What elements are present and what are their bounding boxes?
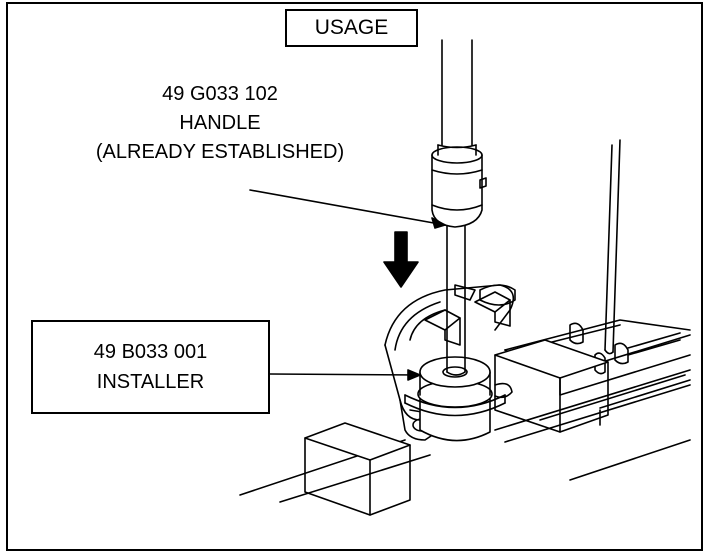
installer-name: INSTALLER bbox=[96, 371, 205, 393]
right-block bbox=[494, 339, 609, 433]
usage-title: USAGE bbox=[285, 9, 418, 47]
handle-part-number: 49 G033 102 bbox=[162, 83, 278, 105]
wing-screws bbox=[424, 291, 511, 346]
usage-title-text: USAGE bbox=[314, 16, 389, 39]
handle-shaft bbox=[446, 224, 466, 376]
base-rails bbox=[239, 369, 691, 503]
handle-grip bbox=[431, 39, 487, 228]
handle-note: (ALREADY ESTABLISHED) bbox=[95, 141, 345, 163]
installer-body bbox=[404, 356, 513, 442]
support-rod bbox=[604, 139, 621, 355]
installer-leader-line bbox=[269, 373, 421, 376]
handle-name: HANDLE bbox=[179, 112, 261, 134]
installer-leader-arrowhead bbox=[407, 369, 421, 381]
handle-callout: 49 G033 102 HANDLE (ALREADY ESTABLISHED) bbox=[30, 80, 410, 167]
down-arrow-icon bbox=[383, 231, 419, 288]
handle-leader-arrowhead bbox=[431, 217, 446, 229]
installer-callout: 49 B033 001 INSTALLER bbox=[31, 320, 270, 414]
diagram-frame bbox=[6, 2, 703, 551]
installer-part-number: 49 B033 001 bbox=[93, 341, 208, 363]
handle-leader-line bbox=[249, 189, 446, 226]
left-block bbox=[304, 422, 411, 516]
